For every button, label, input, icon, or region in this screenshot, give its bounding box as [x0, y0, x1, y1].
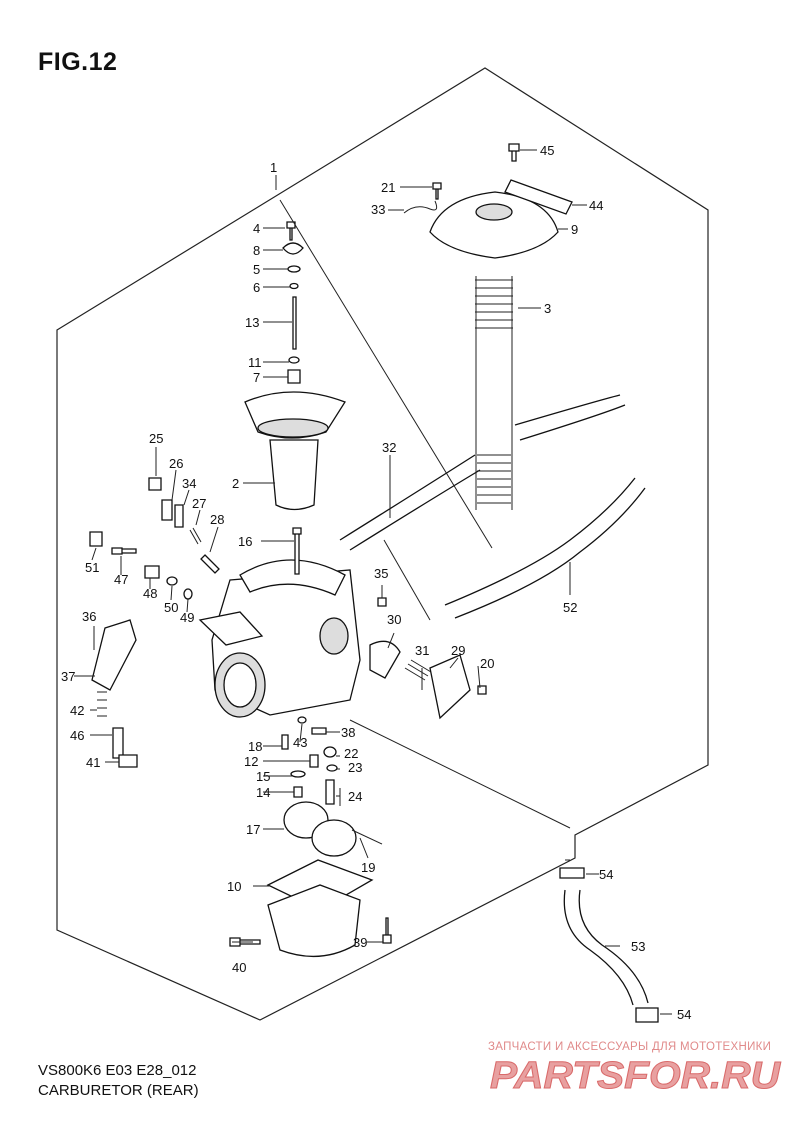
callout-54-lower: 54: [677, 1007, 691, 1022]
callout-31: 31: [415, 643, 429, 658]
callout-20: 20: [480, 656, 494, 671]
callout-52: 52: [563, 600, 577, 615]
callout-48: 48: [143, 586, 157, 601]
callout-38: 38: [341, 725, 355, 740]
callout-36: 36: [82, 609, 96, 624]
callout-39: 39: [353, 935, 367, 950]
callout-43: 43: [293, 735, 307, 750]
callout-3: 3: [544, 301, 551, 316]
callout-25: 25: [149, 431, 163, 446]
figure-title: FIG.12: [38, 48, 118, 76]
callout-45: 45: [540, 143, 554, 158]
callout-49: 49: [180, 610, 194, 625]
callout-27: 27: [192, 496, 206, 511]
callout-42: 42: [70, 703, 84, 718]
callout-29: 29: [451, 643, 465, 658]
callout-41: 41: [86, 755, 100, 770]
callout-53: 53: [631, 939, 645, 954]
callout-16: 16: [238, 534, 252, 549]
callout-18: 18: [248, 739, 262, 754]
callout-23: 23: [348, 760, 362, 775]
callout-labels: 1 2 3 4 5 6 7 8 9 10 11 12 13 14 15 16 1…: [61, 143, 691, 1022]
callout-1: 1: [270, 160, 277, 175]
callout-17: 17: [246, 822, 260, 837]
callout-51: 51: [85, 560, 99, 575]
watermark-logo: PARTSFOR.RU: [490, 1055, 783, 1097]
callout-12: 12: [244, 754, 258, 769]
callout-19: 19: [361, 860, 375, 875]
callout-11: 11: [248, 355, 262, 370]
callout-4: 4: [253, 221, 260, 236]
callout-54-upper: 54: [599, 867, 613, 882]
assembly-boundary: [56, 67, 709, 1021]
callout-9: 9: [571, 222, 578, 237]
watermark-logo-text: PARTSFOR.RU: [490, 1055, 782, 1096]
callout-47: 47: [114, 572, 128, 587]
callout-15: 15: [256, 769, 270, 784]
callout-30: 30: [387, 612, 401, 627]
callout-46: 46: [70, 728, 84, 743]
callout-8: 8: [253, 243, 260, 258]
model-code: VS800K6 E03 E28_012: [38, 1062, 197, 1079]
diagram-caption: CARBURETOR (REAR): [38, 1082, 199, 1099]
watermark-tagline: ЗАПЧАСТИ И АКСЕССУАРЫ ДЛЯ МОТОТЕХНИКИ: [488, 1041, 772, 1053]
callout-22: 22: [344, 746, 358, 761]
callout-26: 26: [169, 456, 183, 471]
callout-7: 7: [253, 370, 260, 385]
callout-21: 21: [381, 180, 395, 195]
callout-50: 50: [164, 600, 178, 615]
callout-6: 6: [253, 280, 260, 295]
callout-32: 32: [382, 440, 396, 455]
callout-40: 40: [232, 960, 246, 975]
callout-33: 33: [371, 202, 385, 217]
callout-44: 44: [589, 198, 603, 213]
callout-13: 13: [245, 315, 259, 330]
parts-artwork: [89, 143, 659, 1023]
callout-14: 14: [256, 785, 270, 800]
callout-28: 28: [210, 512, 224, 527]
callout-37: 37: [61, 669, 75, 684]
callout-35: 35: [374, 566, 388, 581]
callout-24: 24: [348, 789, 362, 804]
callout-5: 5: [253, 262, 260, 277]
leader-lines: [74, 149, 672, 1015]
callout-2: 2: [232, 476, 239, 491]
callout-34: 34: [182, 476, 196, 491]
callout-10: 10: [227, 879, 241, 894]
